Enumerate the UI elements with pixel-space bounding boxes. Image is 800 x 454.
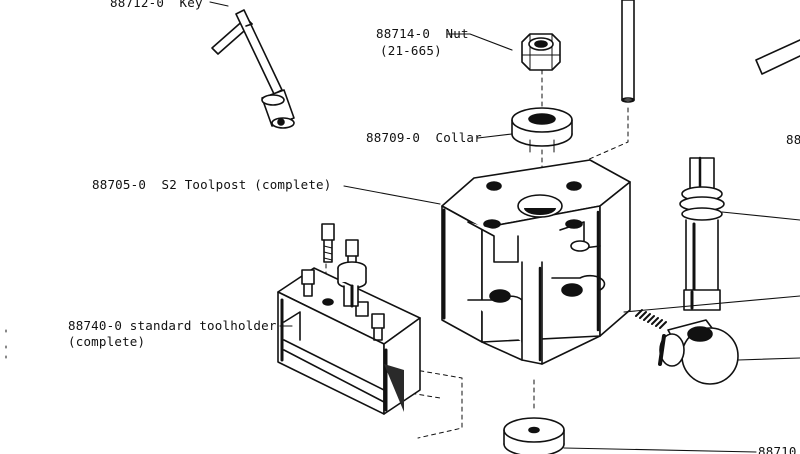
- collar-label: 88709-0 Collar: [366, 130, 482, 145]
- toolpost-label: 88705-0 S2 Toolpost (complete): [92, 177, 332, 192]
- key-label: 88712-0 Key: [110, 0, 203, 10]
- height-adjuster: [322, 261, 367, 308]
- leader-lines: [209, 1, 800, 453]
- toolholder-label-line2: (complete): [68, 334, 146, 349]
- spindle-part: [621, 0, 635, 103]
- toolpost-part: [441, 159, 631, 365]
- nut-part-number: (21-665): [380, 43, 442, 58]
- bottom-washer-part: [503, 417, 565, 454]
- toolholder-label: 88740-0 standard toolholder: [68, 318, 277, 333]
- nut-part: [521, 33, 561, 71]
- lever-knob-part: [658, 319, 739, 385]
- collar-part: [511, 107, 573, 153]
- key-part: [211, 9, 295, 129]
- right-edge-label: 88: [786, 132, 800, 147]
- nut-label: 88714-0 Nut: [376, 26, 469, 41]
- bottom-right-label: 88710: [758, 444, 797, 454]
- spring-part: [635, 309, 667, 329]
- toolholder-part: [277, 223, 421, 415]
- plunger-part: [679, 156, 725, 311]
- rod-fragment: [755, 39, 800, 75]
